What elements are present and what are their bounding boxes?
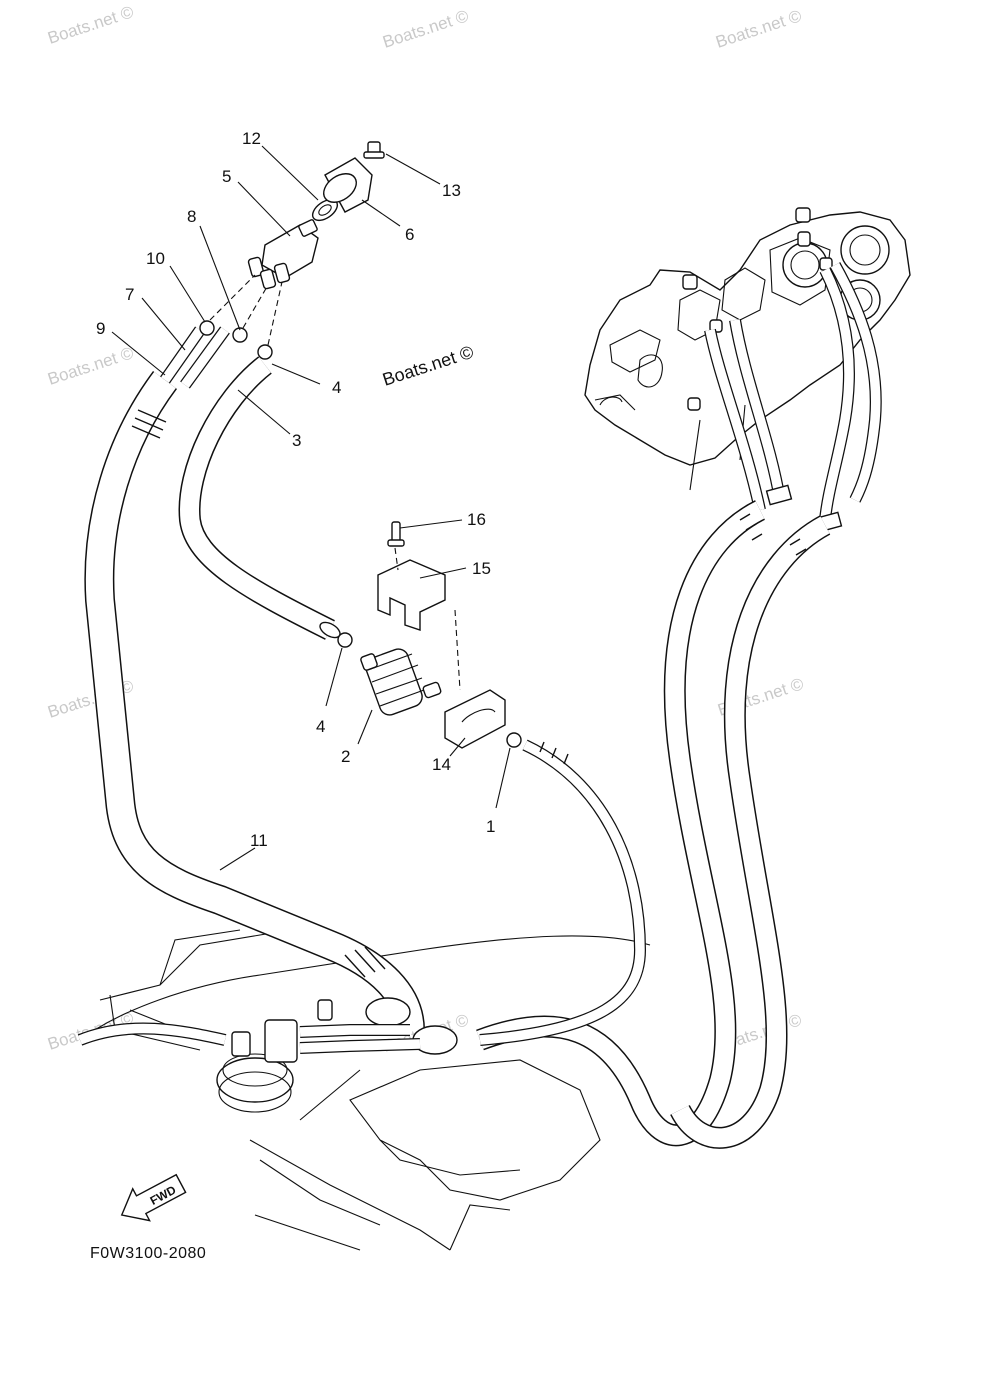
callout-labels: 12 5 13 6 8 10 7 9 4 3 16 15 4 2 14 1 11 xyxy=(96,129,495,850)
callout-6: 6 xyxy=(405,225,414,244)
watermark: Boats.net © xyxy=(45,2,136,48)
figure-code: F0W3100-2080 xyxy=(90,1245,206,1262)
callout-10: 10 xyxy=(146,249,165,268)
rivet-16 xyxy=(387,521,405,547)
hose-clamp-4-top xyxy=(257,344,273,360)
throttle-body-assembly xyxy=(584,207,911,491)
callout-16: 16 xyxy=(467,510,486,529)
fwd-arrow: FWD xyxy=(120,1173,187,1222)
t-joint xyxy=(765,484,793,506)
callout-4-lower: 4 xyxy=(316,717,325,736)
watermark: Boats.net © xyxy=(380,6,471,52)
watermark-center: Boats.net © xyxy=(380,342,476,390)
mount-bolt xyxy=(795,207,811,223)
main-hose-11 xyxy=(84,371,425,1031)
callout-13: 13 xyxy=(442,181,461,200)
leader-lines xyxy=(111,145,511,871)
mount-bolt xyxy=(682,274,698,290)
callout-3: 3 xyxy=(292,431,301,450)
fuel-hose-1 xyxy=(479,739,646,1046)
callout-11: 11 xyxy=(250,831,268,850)
tank-fitting xyxy=(77,997,458,1113)
fuel-hose-3 xyxy=(178,356,341,640)
callout-8: 8 xyxy=(187,207,196,226)
mount-bolt xyxy=(797,231,811,247)
mount-bolt xyxy=(687,397,701,411)
hose-clamp-8 xyxy=(232,327,248,343)
callout-1: 1 xyxy=(486,817,495,836)
watermark: Boats.net © xyxy=(45,343,136,389)
callout-14: 14 xyxy=(432,755,451,774)
screw-13 xyxy=(363,141,385,159)
hose-clamp-1 xyxy=(506,732,522,748)
washer-12 xyxy=(311,198,339,222)
fuel-valve-5 xyxy=(247,219,319,290)
bracket-15 xyxy=(377,559,446,631)
engine-fuel-lines xyxy=(476,262,882,1149)
hose-clamp-4 xyxy=(337,632,353,648)
callout-15: 15 xyxy=(472,559,491,578)
callout-7: 7 xyxy=(125,285,134,304)
hose-clamp-10 xyxy=(199,320,215,336)
callout-5: 5 xyxy=(222,167,231,186)
watermark-layer: Boats.net © Boats.net © Boats.net © Boat… xyxy=(45,2,806,1056)
throttle-bore xyxy=(840,225,890,275)
hull-outline xyxy=(79,929,651,1251)
watermark: Boats.net © xyxy=(713,6,804,52)
hose-7-9 xyxy=(160,326,230,389)
callout-12: 12 xyxy=(242,129,261,148)
callout-9: 9 xyxy=(96,319,105,338)
callout-4-top: 4 xyxy=(332,378,341,397)
filter-holder-14 xyxy=(444,689,506,749)
fuel-filter-2 xyxy=(360,648,442,716)
callout-2: 2 xyxy=(341,747,350,766)
valve-knob-6 xyxy=(323,157,373,213)
